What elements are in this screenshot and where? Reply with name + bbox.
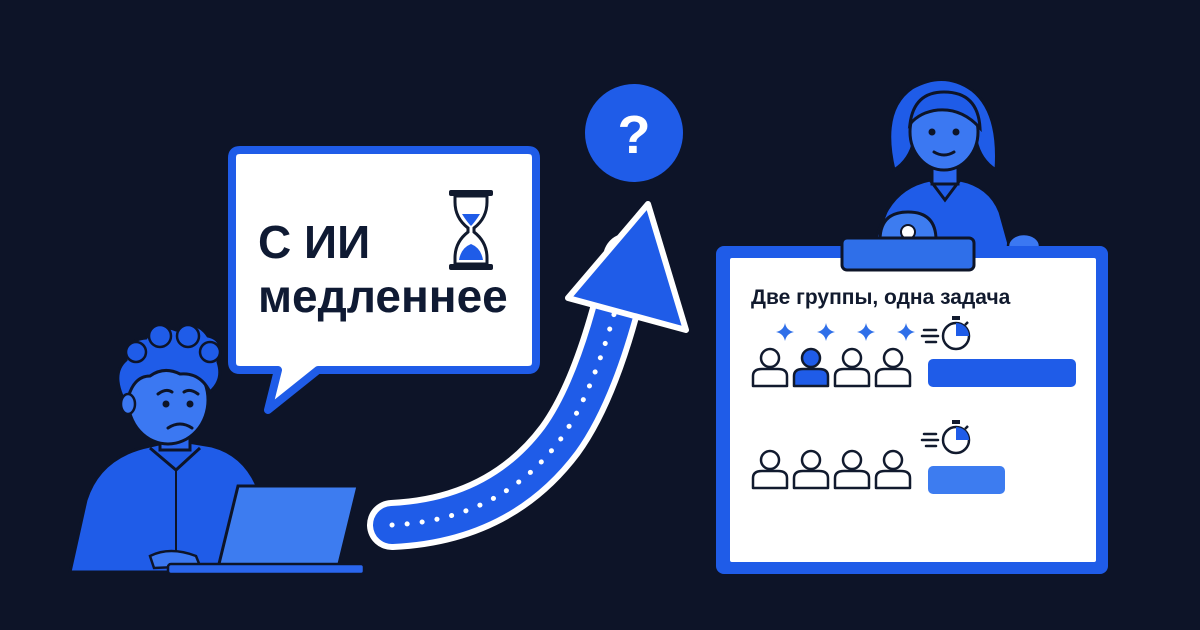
comparison-board: Две группы, одна задача — [716, 210, 1108, 574]
question-badge: ? — [585, 84, 683, 182]
question-mark: ? — [618, 105, 651, 165]
time-bar-control — [928, 466, 1005, 494]
group-control — [751, 418, 1005, 494]
rising-arrow — [367, 201, 689, 550]
speech-bubble: С ИИ медленнее — [228, 146, 540, 414]
bubble-text-line2: медленнее — [258, 270, 508, 322]
group-ai — [751, 314, 1076, 388]
hourglass-icon — [449, 190, 493, 270]
worried-man-figure — [68, 323, 280, 574]
laptop — [166, 484, 366, 576]
board-clip — [840, 210, 976, 272]
bubble-text-line1: С ИИ — [258, 216, 370, 268]
board-title: Две группы, одна задача — [751, 286, 1011, 309]
time-bar-ai — [928, 359, 1076, 387]
